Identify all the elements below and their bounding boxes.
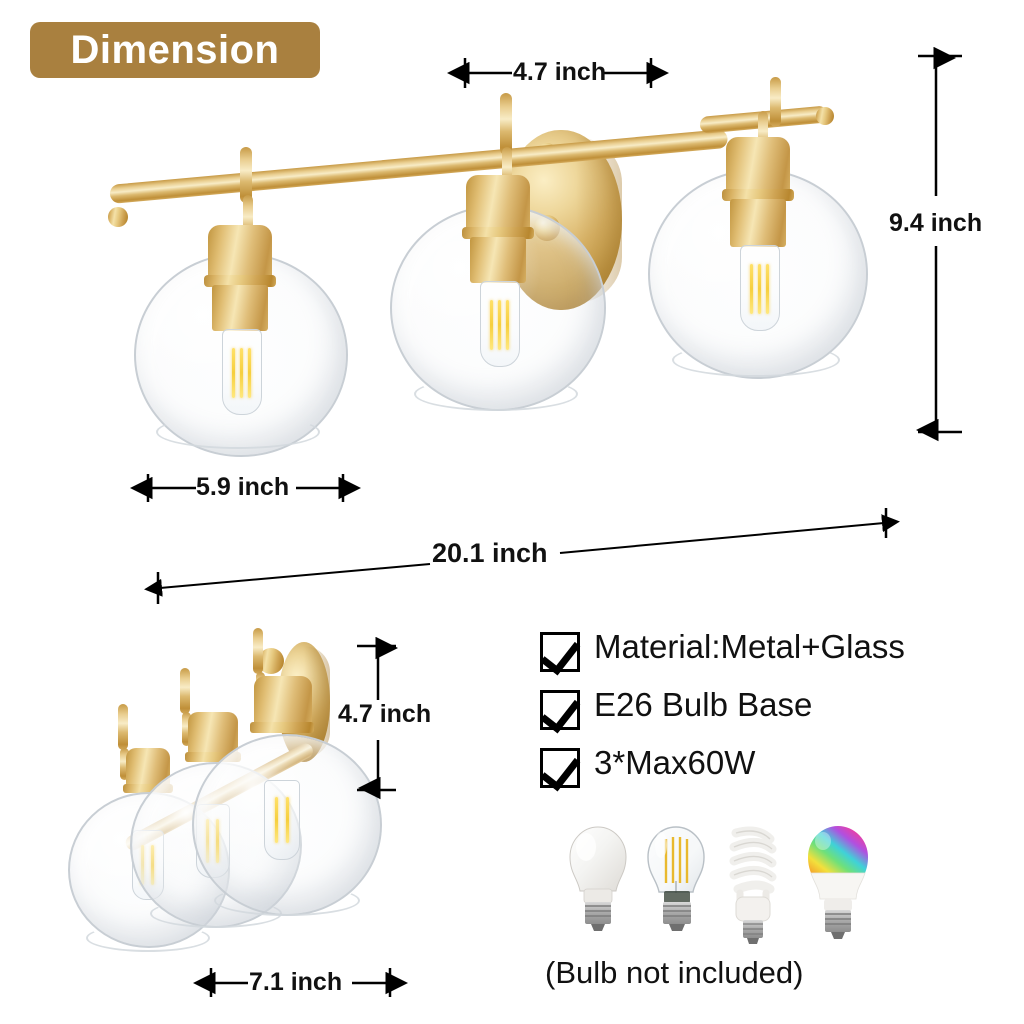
dimension-badge: Dimension bbox=[30, 22, 320, 78]
filament-strand bbox=[750, 264, 753, 314]
globe-base-ring-right bbox=[672, 343, 840, 377]
cfl-spiral-bulb-icon bbox=[729, 826, 777, 944]
drop-stem-angled-mid bbox=[182, 712, 191, 746]
drop-stem-center bbox=[502, 147, 512, 195]
globe-base-ring-center bbox=[414, 377, 578, 411]
socket-collar-angled-rear bbox=[123, 784, 173, 793]
socket-collar-angled-mid bbox=[185, 752, 241, 762]
dimension-label-side-depth: 7.1 inch bbox=[249, 968, 343, 996]
socket-body-left bbox=[212, 285, 268, 331]
light-head-angled-front bbox=[192, 676, 392, 926]
socket-cap-angled-mid bbox=[188, 712, 238, 756]
filament-bulb-icon bbox=[647, 826, 705, 931]
globe-base-ring-angled-front bbox=[214, 885, 360, 916]
spec-item-bulb-base: E26 Bulb Base bbox=[540, 686, 1010, 730]
checkbox-checked-icon bbox=[540, 632, 580, 672]
socket-body-center bbox=[470, 237, 526, 283]
light-head-left bbox=[134, 225, 364, 457]
bulb-not-included-note: (Bulb not included) bbox=[545, 955, 804, 990]
led-frosted-bulb-icon bbox=[569, 826, 627, 931]
checkbox-checked-icon bbox=[540, 690, 580, 730]
product-angled-view bbox=[20, 620, 382, 980]
spec-label-bulb-base: E26 Bulb Base bbox=[594, 686, 813, 723]
spec-item-material: Material:Metal+Glass bbox=[540, 628, 1010, 672]
dimension-label-total-width: 20.1 inch bbox=[432, 538, 548, 568]
socket-collar-left bbox=[204, 275, 276, 287]
socket-cap-angled-front bbox=[254, 676, 312, 726]
arm-right-cap bbox=[816, 107, 834, 125]
riser-pin-angled-rear bbox=[253, 628, 263, 674]
filament-bulb-right bbox=[740, 245, 780, 331]
socket-cap-center bbox=[466, 175, 530, 233]
riser-pin-right bbox=[770, 77, 781, 127]
riser-pin-angled-mid bbox=[180, 668, 190, 714]
drop-stem-angled-front bbox=[120, 748, 129, 780]
spec-item-wattage: 3*Max60W bbox=[540, 744, 1010, 788]
filament-bulb-angled-front bbox=[264, 780, 300, 860]
socket-body-right bbox=[730, 199, 786, 247]
socket-collar-center bbox=[462, 227, 534, 239]
filament-strand bbox=[240, 348, 243, 398]
dimension-label-side-height: 4.7 inch bbox=[338, 700, 432, 728]
socket-collar-angled-front bbox=[250, 722, 314, 733]
riser-pin-center bbox=[500, 93, 512, 155]
dimension-label-right-height: 9.4 inch bbox=[889, 209, 983, 237]
socket-cap-right bbox=[726, 137, 790, 195]
rgb-color-bulb-icon bbox=[808, 826, 868, 939]
dimension-label-shade-width: 5.9 inch bbox=[196, 473, 290, 501]
riser-pin-angled-front bbox=[118, 704, 128, 750]
dimension-arrow-right-height bbox=[916, 46, 962, 442]
filament-strand bbox=[498, 300, 501, 350]
riser-pin-left bbox=[240, 147, 252, 203]
light-head-center bbox=[390, 175, 620, 415]
filament-bulb-center bbox=[480, 281, 520, 367]
filament-strand bbox=[275, 797, 278, 843]
dimension-label-top-width: 4.7 inch bbox=[513, 58, 607, 86]
filament-strand bbox=[758, 264, 761, 314]
drop-stem-right bbox=[758, 111, 768, 159]
globe-base-ring-angled-rear bbox=[86, 924, 210, 952]
filament-strand bbox=[490, 300, 493, 350]
arm-left-cap bbox=[108, 207, 128, 227]
filament-strand bbox=[506, 300, 509, 350]
filament-bulb-left bbox=[222, 329, 262, 415]
light-head-right bbox=[648, 137, 882, 381]
socket-cap-left bbox=[208, 225, 272, 281]
checkbox-checked-icon bbox=[540, 748, 580, 788]
filament-strand bbox=[286, 797, 289, 843]
spec-label-wattage: 3*Max60W bbox=[594, 744, 756, 781]
product-front-view bbox=[100, 75, 882, 457]
filament-strand bbox=[232, 348, 235, 398]
socket-collar-right bbox=[722, 189, 794, 201]
drop-stem-left bbox=[243, 195, 253, 247]
filament-strand bbox=[248, 348, 251, 398]
spec-label-material: Material:Metal+Glass bbox=[594, 628, 905, 665]
compatible-bulbs-row bbox=[540, 805, 900, 955]
globe-base-ring-left bbox=[156, 415, 320, 449]
dimension-badge-label: Dimension bbox=[70, 27, 280, 72]
spec-checklist: Material:Metal+Glass E26 Bulb Base 3*Max… bbox=[540, 628, 1010, 802]
filament-strand bbox=[766, 264, 769, 314]
bulb-icons-svg bbox=[569, 826, 868, 944]
